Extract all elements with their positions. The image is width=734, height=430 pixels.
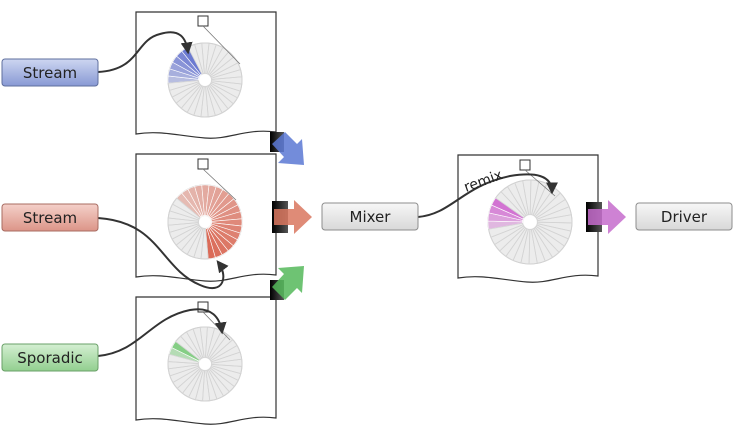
- dial-hub: [199, 358, 211, 370]
- dial-green: [167, 326, 243, 402]
- read-hand-blue: [197, 15, 241, 65]
- buffer-segment-empty: [167, 80, 200, 91]
- stream-top-label: Stream: [23, 64, 77, 82]
- arrow-blue: [270, 132, 304, 165]
- driver-node[interactable]: Driver: [635, 202, 733, 231]
- arrow-green: [270, 266, 304, 300]
- dial-hub: [199, 74, 211, 86]
- mixer-label: Mixer: [350, 208, 392, 226]
- dial-hub: [199, 216, 211, 228]
- mixer-node[interactable]: Mixer: [321, 202, 419, 231]
- wire-stream-top: [97, 31, 193, 73]
- buffer-segment-empty: [488, 222, 524, 238]
- buffer-segment-empty: [167, 353, 200, 364]
- dial-hub: [523, 215, 537, 229]
- wire-sporadic: [97, 308, 227, 357]
- read-hand-red: [197, 158, 237, 201]
- dial-red: [167, 184, 243, 260]
- stream-mid-label: Stream: [23, 209, 77, 227]
- buffer-segment-empty: [172, 197, 201, 220]
- arrow-purple: [586, 200, 626, 234]
- wire-stream-mid: [97, 217, 229, 290]
- sporadic-label: Sporadic: [17, 349, 83, 367]
- wire-mixer-remix: [417, 173, 558, 218]
- stream-node-mid[interactable]: Stream: [1, 203, 99, 232]
- stream-node-top[interactable]: Stream: [1, 58, 99, 87]
- arrow-red: [272, 200, 312, 234]
- sporadic-node[interactable]: Sporadic: [1, 343, 99, 372]
- driver-label: Driver: [661, 208, 708, 226]
- dial-purple: [487, 179, 573, 265]
